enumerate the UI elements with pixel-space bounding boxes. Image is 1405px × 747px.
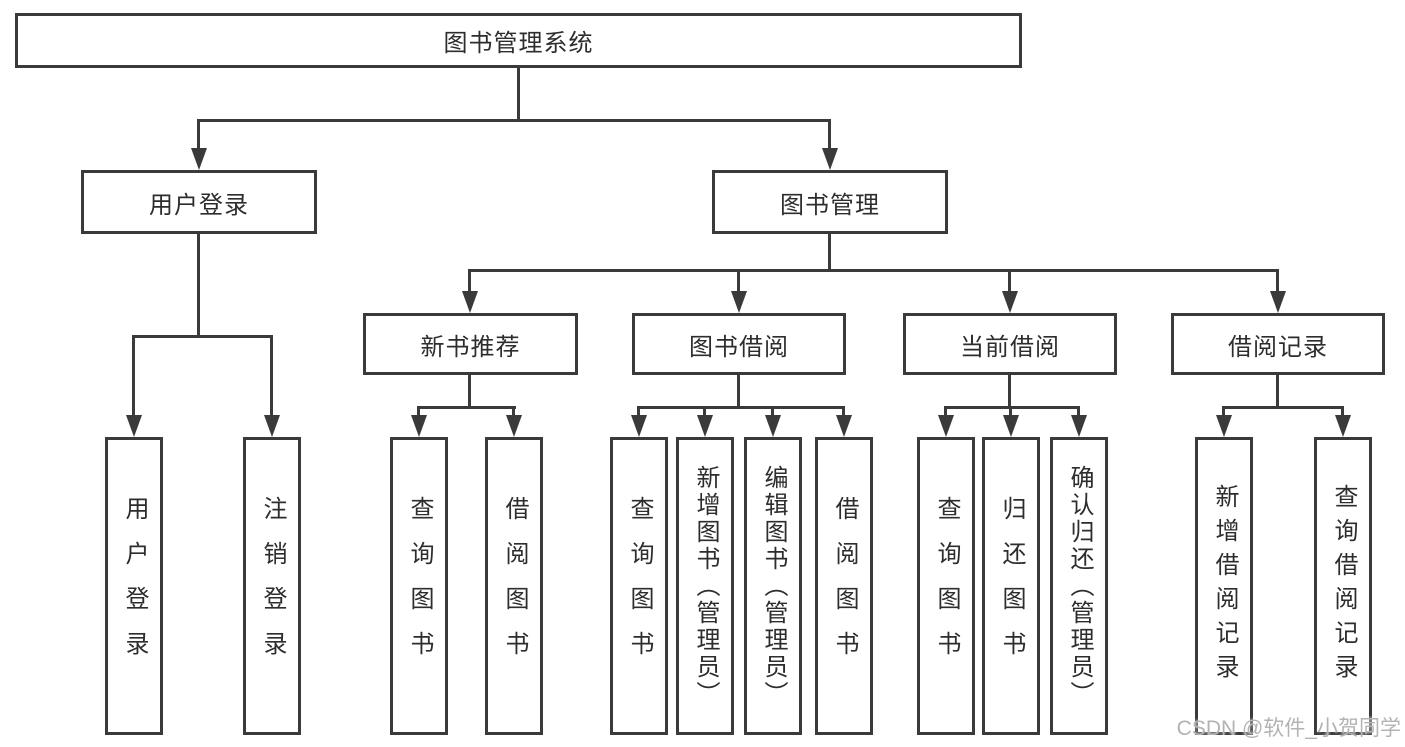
node-new-book-recommend: 新书推荐 bbox=[363, 313, 578, 375]
leaf-label: 借阅图书 bbox=[501, 496, 528, 676]
arrowhead-icon bbox=[1071, 415, 1087, 437]
connector-leaf-stem bbox=[842, 406, 845, 420]
leaf-return-books: 归还图书 bbox=[982, 437, 1040, 735]
node-borrow-records: 借阅记录 bbox=[1171, 313, 1385, 375]
node-book-management: 图书管理 bbox=[712, 170, 948, 234]
connector-book-management-stem bbox=[828, 232, 831, 272]
leaf-borrow-books: 借阅图书 bbox=[485, 437, 543, 735]
node-label: 当前借阅 bbox=[960, 333, 1060, 361]
leaf-add-books-admin: 新增图书（管理员） bbox=[676, 437, 734, 735]
arrowhead-icon bbox=[1003, 415, 1019, 437]
leaf-label: 编辑图书（管理员） bbox=[760, 464, 787, 708]
leaf-label: 查询图书 bbox=[933, 496, 960, 676]
leaf-label: 借阅图书 bbox=[831, 496, 858, 676]
connector-leaf-stem bbox=[417, 406, 420, 420]
leaf-add-borrow-record: 新增借阅记录 bbox=[1195, 437, 1253, 735]
leaf-label: 用户登录 bbox=[121, 496, 148, 676]
connector-leaf-stem bbox=[703, 406, 706, 420]
arrowhead-icon bbox=[1335, 415, 1351, 437]
connector-root-stem bbox=[517, 66, 520, 122]
connector-new-book-leaf-branch bbox=[417, 406, 516, 409]
leaf-label: 查询图书 bbox=[626, 496, 653, 676]
arrowhead-icon bbox=[765, 415, 781, 437]
arrowhead-icon bbox=[462, 291, 478, 313]
node-current-borrow: 当前借阅 bbox=[903, 313, 1117, 375]
arrowhead-icon bbox=[264, 415, 280, 437]
node-book-borrow: 图书借阅 bbox=[632, 313, 846, 375]
leaf-label: 注销登录 bbox=[259, 496, 286, 676]
arrowhead-icon bbox=[1002, 291, 1018, 313]
arrowhead-icon bbox=[836, 415, 852, 437]
connector-stem-current-borrow bbox=[1008, 269, 1011, 295]
connector-stem-book-management bbox=[828, 119, 831, 151]
node-label: 用户登录 bbox=[149, 191, 249, 219]
node-label: 图书管理 bbox=[780, 191, 880, 219]
arrowhead-icon bbox=[411, 415, 427, 437]
connector-leaf-stem bbox=[637, 406, 640, 420]
connector-stem-login-leaf bbox=[132, 335, 135, 417]
arrowhead-icon bbox=[1270, 291, 1286, 313]
arrowhead-icon bbox=[697, 415, 713, 437]
arrowhead-icon bbox=[506, 415, 522, 437]
connector-stem-new-book bbox=[468, 269, 471, 295]
arrowhead-icon bbox=[631, 415, 647, 437]
connector-stem-logout-leaf bbox=[270, 335, 273, 417]
leaf-query-books: 查询图书 bbox=[917, 437, 975, 735]
leaf-label: 确认归还（管理员） bbox=[1066, 464, 1093, 708]
connector-level2-branch bbox=[197, 119, 831, 122]
connector-user-login-stem bbox=[197, 232, 200, 337]
leaf-edit-books-admin: 编辑图书（管理员） bbox=[744, 437, 802, 735]
arrowhead-icon bbox=[126, 415, 142, 437]
leaf-label: 新增借阅记录 bbox=[1211, 484, 1238, 688]
node-library-management-system: 图书管理系统 bbox=[15, 13, 1022, 68]
leaf-logout: 注销登录 bbox=[243, 437, 301, 735]
connector-leaf-stem bbox=[771, 406, 774, 420]
connector-stem-borrow-record bbox=[1276, 269, 1279, 295]
connector-borrow-record-stem bbox=[1276, 373, 1279, 409]
arrowhead-icon bbox=[1216, 415, 1232, 437]
leaf-query-borrow-record: 查询借阅记录 bbox=[1314, 437, 1372, 735]
leaf-query-books: 查询图书 bbox=[610, 437, 668, 735]
node-label: 图书借阅 bbox=[689, 333, 789, 361]
arrowhead-icon bbox=[191, 148, 207, 170]
leaf-label: 归还图书 bbox=[998, 496, 1025, 676]
arrowhead-icon bbox=[822, 148, 838, 170]
node-label: 图书管理系统 bbox=[443, 30, 594, 57]
connector-leaf-stem bbox=[944, 406, 947, 420]
connector-book-borrow-stem bbox=[737, 373, 740, 409]
node-label: 借阅记录 bbox=[1228, 333, 1328, 361]
connector-book-borrow-leaf-branch bbox=[637, 406, 845, 409]
leaf-label: 查询图书 bbox=[406, 496, 433, 676]
node-user-login: 用户登录 bbox=[81, 170, 317, 234]
leaf-borrow-books: 借阅图书 bbox=[815, 437, 873, 735]
connector-leaf-stem bbox=[1222, 406, 1225, 420]
connector-leaf-stem bbox=[1077, 406, 1080, 420]
connector-current-borrow-leaf-branch bbox=[944, 406, 1080, 409]
connector-stem-book-borrow bbox=[737, 269, 740, 295]
connector-leaf-stem bbox=[1341, 406, 1344, 420]
connector-stem-user-login bbox=[197, 119, 200, 151]
watermark: CSDN @软件_小贺同学 bbox=[1176, 717, 1401, 740]
leaf-user-login: 用户登录 bbox=[105, 437, 163, 735]
leaf-label: 新增图书（管理员） bbox=[692, 464, 719, 708]
leaf-label: 查询借阅记录 bbox=[1330, 484, 1357, 688]
connector-new-book-stem bbox=[468, 373, 471, 409]
leaf-query-books: 查询图书 bbox=[390, 437, 448, 735]
arrowhead-icon bbox=[731, 291, 747, 313]
connector-leaf-stem bbox=[1009, 406, 1012, 420]
connector-leaf-stem bbox=[512, 406, 515, 420]
connector-borrow-record-leaf-branch bbox=[1222, 406, 1344, 409]
connector-level3-branch bbox=[468, 269, 1279, 272]
connector-user-login-branch bbox=[132, 335, 273, 338]
arrowhead-icon bbox=[938, 415, 954, 437]
node-label: 新书推荐 bbox=[420, 333, 521, 361]
leaf-confirm-return-admin: 确认归还（管理员） bbox=[1050, 437, 1108, 735]
connector-current-borrow-stem bbox=[1008, 373, 1011, 409]
